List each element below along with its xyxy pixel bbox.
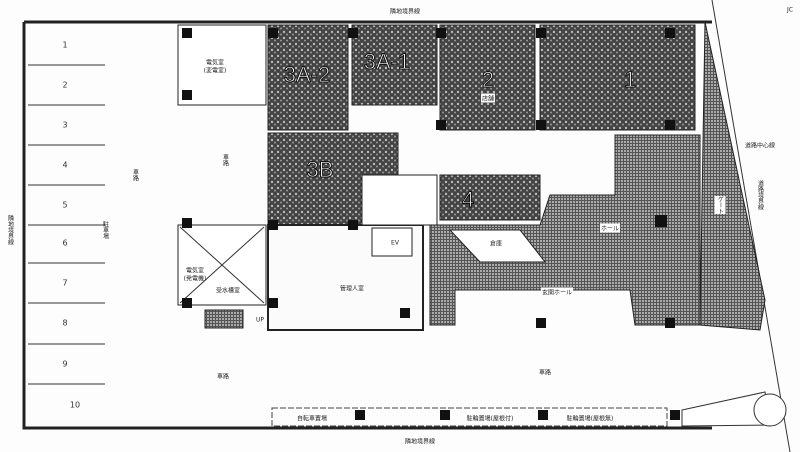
unit-2-sublabel: 店舗	[480, 93, 496, 103]
stair-core	[361, 174, 438, 226]
unit-4-label: 4	[461, 187, 475, 213]
parking-label: 駐車場	[101, 221, 109, 239]
unit-1-area	[539, 24, 696, 131]
hall-label: ホール	[599, 223, 621, 233]
electric-room-left-label: 電気室	[185, 267, 205, 275]
driveway-label: 車路	[538, 369, 552, 377]
parking-number: 4	[62, 160, 68, 170]
unit-4-area	[439, 174, 541, 221]
driveway-label: 車路	[131, 169, 139, 181]
tree-icon	[753, 393, 787, 427]
electric-room-top-sub: (変電室)	[203, 67, 227, 75]
parking-number: 1	[62, 40, 68, 50]
unit-2-area	[439, 24, 536, 131]
parking-number: 7	[62, 278, 68, 288]
manager-room-label: 管理人室	[339, 285, 365, 293]
bicycle-strip	[271, 407, 668, 427]
driveway-label: 車路	[221, 154, 229, 166]
parking-number: 8	[62, 318, 68, 328]
elevator	[371, 227, 413, 257]
boundary-right	[711, 0, 791, 452]
unit-3a2-area	[267, 24, 349, 131]
parking-number: 10	[69, 400, 81, 410]
bicycle-label: 自転車置場	[296, 415, 328, 423]
garbage1-label: 駐輪置場(屋根付)	[466, 415, 514, 423]
unit-3a2-label: 3A-2	[283, 62, 331, 88]
parking-number: 9	[62, 359, 68, 369]
stairs-up	[204, 309, 244, 329]
parking-number: 6	[62, 238, 68, 248]
garbage2-label: 駐輪置場(屋根無)	[566, 415, 614, 423]
boundary-top-label: 隣地境界線	[389, 8, 421, 16]
road-center-label: 道路中心線	[744, 142, 776, 150]
unit-1-label: 1	[623, 67, 637, 93]
boundary-right-label: 道路境界線	[756, 180, 764, 210]
boundary-bottom-label: 隣地境界線	[404, 438, 436, 446]
gate-area	[699, 21, 766, 331]
electric-room-top	[177, 24, 267, 106]
parking-number: 3	[62, 120, 68, 130]
parking-number: 2	[62, 80, 68, 90]
gate-label: ゲート	[714, 196, 726, 214]
boundary-left-label: 隣地境界線	[6, 215, 14, 245]
storage-room	[448, 229, 547, 263]
site-boundary	[22, 20, 712, 430]
parking-number: 5	[62, 200, 68, 210]
entrance-hall-label: 玄関ホール	[540, 287, 574, 297]
unit-3a1-label: 3A-1	[363, 49, 411, 75]
up-label: UP	[255, 316, 265, 324]
unit-3b-label: 3B	[306, 157, 334, 183]
corner-text: JC	[787, 6, 793, 14]
electric-room-left-sub: (発電機)	[183, 275, 207, 283]
water-tank-cross	[179, 226, 265, 304]
elevator-label: EV	[391, 239, 399, 247]
parking-stall-dividers	[28, 64, 105, 385]
unit-2-label: 2	[481, 67, 495, 93]
water-tank-label: 受水槽室	[215, 287, 241, 295]
hall-area	[429, 134, 701, 326]
driveway-label: 車路	[216, 373, 230, 381]
electric-room-top-label: 電気室	[205, 59, 225, 67]
columns	[182, 28, 680, 420]
storage-label: 倉庫	[489, 240, 503, 248]
unit-3a1-area	[351, 24, 438, 106]
